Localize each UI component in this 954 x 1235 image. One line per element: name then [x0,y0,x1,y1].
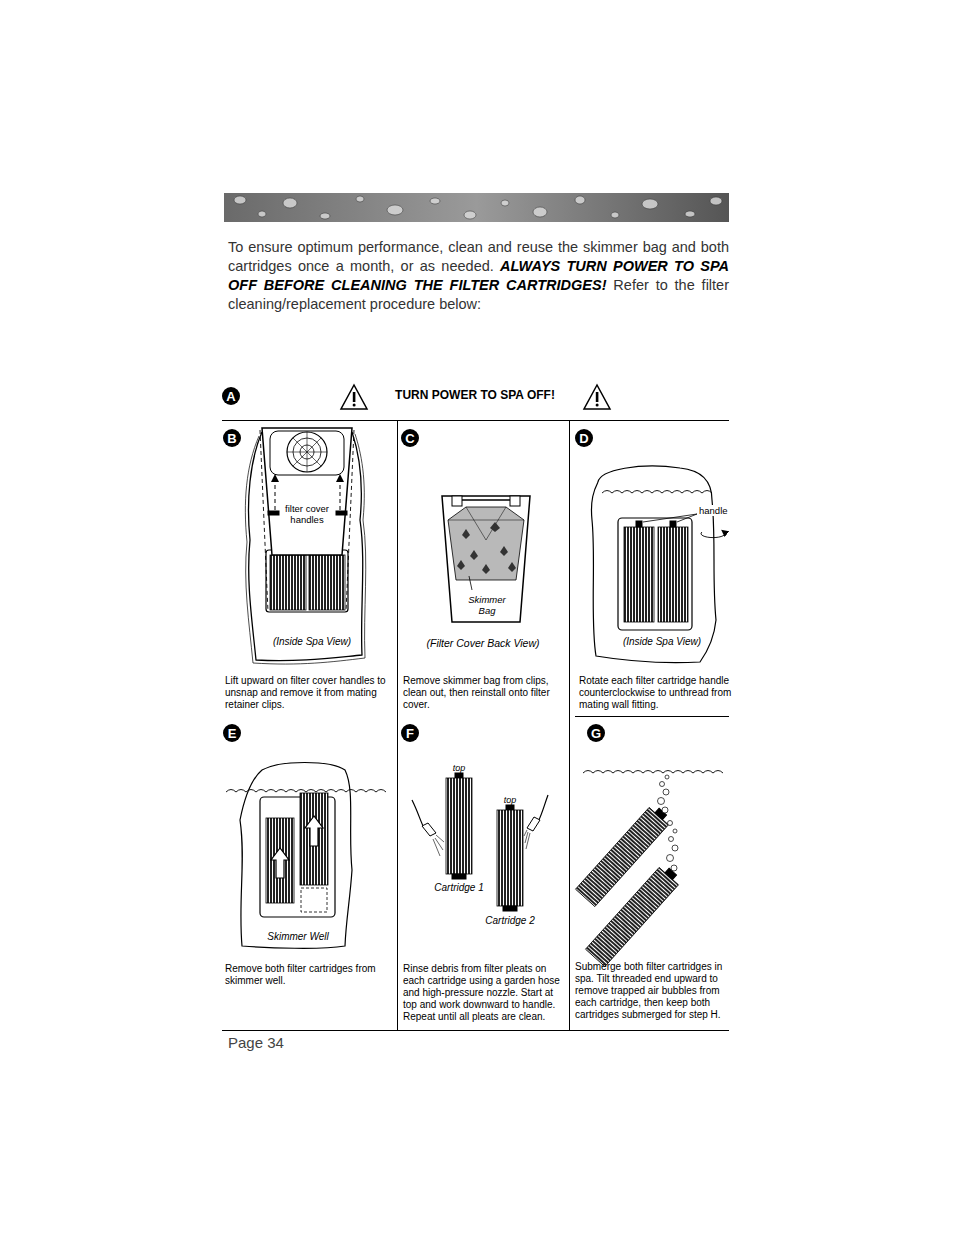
page-number: Page 34 [228,1034,348,1052]
view-label: (Filter Cover Back View) [400,637,566,650]
intro-paragraph: To ensure optimum performance, clean and… [228,238,729,314]
step-letter-text: D [579,431,588,446]
step-letter-text: C [405,431,414,446]
part-label: Cartridge 1 [426,882,492,894]
step-caption: Rinse debris from filter pleats on each … [403,963,565,1023]
part-label: top [498,795,522,806]
cartridge-unthread [591,466,725,663]
step-letter-text: A [226,389,235,404]
cartridge-rinse [412,773,548,911]
panel-grid [222,420,729,1031]
step-letter-text: B [227,431,236,446]
skimmer-bag-illustration [442,496,530,622]
header-band [224,193,729,222]
warning-heading: TURN POWER TO SPA OFF! [380,388,570,402]
part-label: filter cover handles [282,503,332,526]
step-caption: Remove both filter cartridges from skimm… [225,963,393,987]
step-letter-text: G [591,726,601,741]
step-caption: Remove skimmer bag from clips, clean out… [403,675,565,711]
step-caption: Lift upward on filter cover handles to u… [225,675,393,711]
step-letter: F [401,724,419,742]
warning-symbol [341,385,610,409]
step-letter: D [575,429,593,447]
part-label: Skimmer Bag [462,594,512,617]
part-label: top [447,763,471,774]
step-letter: G [587,724,605,742]
filter-cover-removal [245,428,365,664]
cartridge-removal [226,763,386,949]
part-label: Skimmer Well [256,931,340,943]
step-caption: Rotate each filter cartridge handle coun… [579,675,733,711]
step-letter-text: E [228,726,237,741]
step-letter: C [401,429,419,447]
step-letter: A [222,387,240,405]
view-label: (Inside Spa View) [258,636,366,648]
step-caption: Submerge both filter cartridges in spa. … [575,961,733,1021]
cartridge-submerge [576,771,723,967]
step-letter: E [223,724,241,742]
part-label: handle [699,505,731,516]
step-letter: B [223,429,241,447]
step-letter-text: F [406,726,414,741]
part-label: Cartridge 2 [477,915,543,927]
view-label: (Inside Spa View) [608,636,716,648]
